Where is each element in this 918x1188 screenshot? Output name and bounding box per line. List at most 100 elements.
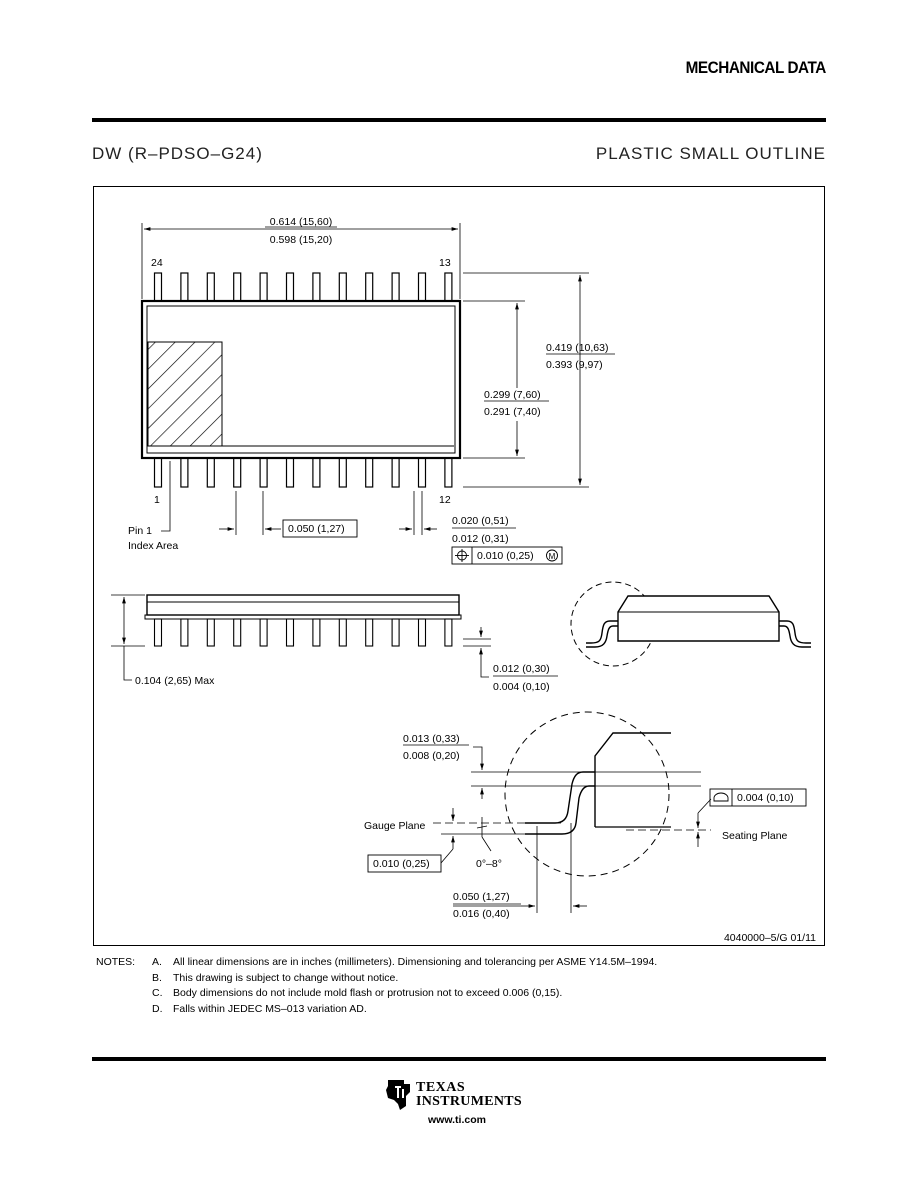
note-text: Falls within JEDEC MS–013 variation AD. <box>173 1002 367 1015</box>
note-letter: C. <box>152 987 163 999</box>
logo-word-texas: TEXAS <box>416 1080 466 1095</box>
standoff-max-text: 0.012 (0,30) <box>493 663 550 675</box>
top-view: 0.614 (15,60) 0.598 (15,20) 24 13 1 12 0… <box>128 216 615 565</box>
angle-text: 0°–8° <box>476 858 502 870</box>
note-item: NOTES:A.All linear dimensions are in inc… <box>96 955 657 971</box>
pin-lead-side <box>233 618 242 647</box>
height-max-text: 0.104 (2,65) Max <box>135 675 215 687</box>
mmc-modifier-text: M <box>549 552 556 561</box>
pin-lead-side <box>365 618 374 647</box>
note-text: This drawing is subject to change withou… <box>173 971 399 984</box>
side-view: 0.104 (2,65) Max 0.012 (0,30) 0.004 (0,1… <box>111 594 558 693</box>
seating-plane-label: Seating Plane <box>722 830 788 842</box>
package-type: PLASTIC SMALL OUTLINE <box>595 144 826 163</box>
pin-lead-side <box>285 618 295 647</box>
pin-lead-top <box>285 272 295 302</box>
pin-lead-side <box>180 618 189 647</box>
side-lead-row <box>153 618 453 647</box>
pin-lead-bottom <box>338 457 347 488</box>
header-rule <box>92 118 826 122</box>
detail-view: 0.013 (0,33) 0.008 (0,20) Gauge Plane 0.… <box>364 711 807 920</box>
pin-lead-bottom <box>365 457 374 488</box>
pin-lead-side <box>338 618 347 647</box>
lead-thickness-max-text: 0.013 (0,33) <box>403 733 460 745</box>
pin-lead-top <box>259 272 268 302</box>
pin-lead-bottom <box>206 457 215 488</box>
note-letter: A. <box>152 956 162 968</box>
note-item: D. Falls within JEDEC MS–013 variation AD… <box>96 1002 657 1018</box>
pin-label-24: 24 <box>151 257 163 269</box>
top-pin-row <box>153 272 453 302</box>
note-letter: D. <box>152 1002 163 1015</box>
pin-lead-top <box>312 272 321 302</box>
pin-lead-side <box>259 618 268 647</box>
note-item: C. Body dimensions do not include mold fl… <box>96 986 657 1002</box>
pin-lead-bottom <box>391 457 400 488</box>
pin-label-1: 1 <box>154 494 160 506</box>
footer-url[interactable]: www.ti.com <box>428 1114 486 1126</box>
end-view <box>570 581 811 667</box>
pin-lead-bottom <box>180 457 189 488</box>
package-code: DW (R–PDSO–G24) <box>92 144 263 163</box>
body-width-min-text: 0.291 (7,40) <box>484 406 541 418</box>
position-tolerance-text: 0.010 (0,25) <box>477 550 534 562</box>
length-max-text: 0.614 (15,60) <box>270 216 332 228</box>
pin-lead-side <box>206 618 215 647</box>
notes-block: NOTES:A.All linear dimensions are in inc… <box>96 955 657 1017</box>
pin-label-12: 12 <box>439 494 451 506</box>
pin-lead-bottom <box>153 457 163 488</box>
pin1-label-line2: Index Area <box>128 540 178 552</box>
notes-label <box>96 986 152 1002</box>
overall-width-min-text: 0.393 (9,97) <box>546 359 603 371</box>
pin-lead-side <box>153 618 163 647</box>
footer-rule <box>92 1057 826 1061</box>
length-min-text: 0.598 (15,20) <box>270 234 332 246</box>
foot-length-min-text: 0.016 (0,40) <box>453 908 510 920</box>
foot-length-max-text: 0.050 (1,27) <box>453 891 510 903</box>
package-body-inner <box>146 305 456 454</box>
logo-word-instruments: INSTRUMENTS <box>416 1094 522 1109</box>
mechanical-drawing: 0.614 (15,60) 0.598 (15,20) 24 13 1 12 0… <box>111 216 816 944</box>
gauge-offset-frame <box>367 854 442 873</box>
coplanarity-symbol-icon <box>713 792 729 802</box>
coplanarity-text: 0.004 (0,10) <box>737 792 794 804</box>
pin-lead-top <box>444 272 453 302</box>
pin-lead-top <box>365 272 374 302</box>
pin-lead-top <box>206 272 215 302</box>
notes-label: NOTES: <box>96 956 136 968</box>
pin-lead-top <box>391 272 400 302</box>
pin-lead-top <box>417 272 427 302</box>
note-text: Body dimensions do not include mold flas… <box>173 987 563 999</box>
pin-lead-top <box>180 272 189 302</box>
pin-lead-side <box>312 618 321 647</box>
pin-lead-bottom <box>259 457 268 488</box>
pin1-label-line1: Pin 1 <box>128 525 152 537</box>
gauge-plane-label: Gauge Plane <box>364 820 425 832</box>
pitch-text: 0.050 (1,27) <box>288 523 345 535</box>
notes-label <box>96 971 152 987</box>
detail-circle <box>504 711 670 877</box>
pin-lead-bottom <box>233 457 242 488</box>
side-body <box>146 594 460 616</box>
bottom-pin-row <box>153 457 453 488</box>
page-header-title: MECHANICAL DATA <box>685 58 827 77</box>
pin-label-13: 13 <box>439 257 451 269</box>
note-letter: B. <box>152 971 162 984</box>
pin-lead-bottom <box>285 457 295 488</box>
note-item: B. This drawing is subject to change with… <box>96 971 657 987</box>
coplanarity-frame <box>709 788 807 807</box>
position-tolerance-frame <box>451 546 563 565</box>
overall-width-max-text: 0.419 (10,63) <box>546 342 608 354</box>
lead-width-max-text: 0.020 (0,51) <box>452 515 509 527</box>
gauge-offset-text: 0.010 (0,25) <box>373 858 430 870</box>
mmc-modifier-icon <box>546 549 558 562</box>
pin-lead-side <box>391 618 400 647</box>
lead-width-min-text: 0.012 (0,31) <box>452 533 509 545</box>
notes-label <box>96 1002 152 1018</box>
pin1-index-area <box>147 341 223 447</box>
pin-lead-top <box>153 272 163 302</box>
standoff-min-text: 0.004 (0,10) <box>493 681 550 693</box>
drawing-frame: 0.614 (15,60) 0.598 (15,20) 24 13 1 12 0… <box>93 186 825 946</box>
pin-lead-side <box>417 618 427 647</box>
pin-lead-top <box>233 272 242 302</box>
